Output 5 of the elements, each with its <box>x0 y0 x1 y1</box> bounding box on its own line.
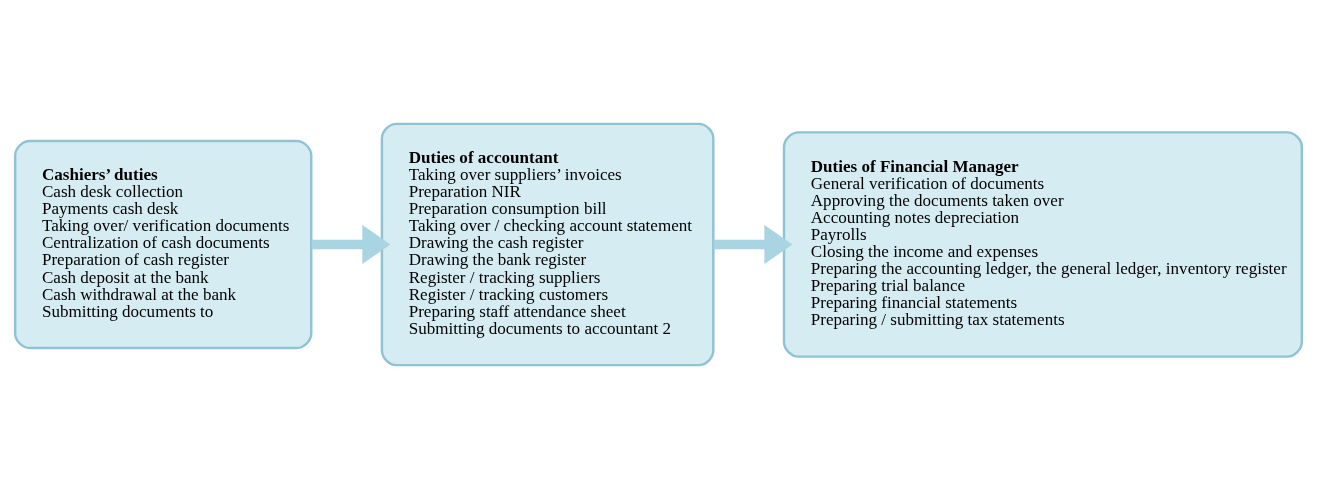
node-box: Duties of Financial Manager General verification of documents Approving the documents taken over Accounting notes depreciation Payrolls Closing the income and expenses Preparing the accounting ledger, the general ledger, inventory register Preparing trial balance Preparing financial statements Preparing / submitting tax statements <box>782 130 1304 358</box>
node-box: Cashiers’ duties Cash desk collection Payments cash desk Taking over/ verification documents Centralization of cash documents Preparation of cash register Cash deposit at the bank Cash withdrawal at the bank Submitting documents to <box>13 139 313 349</box>
arrow <box>311 224 391 264</box>
node-box: Duties of accountant Taking over suppliers’ invoices Preparation NIR Preparation consumption bill Taking over / checking account statement Drawing the cash register Drawing the bank register Register / tracking suppliers Register / tracking customers Preparing staff attendance sheet Submitting documents to accountant 2 <box>380 122 715 366</box>
arrow <box>713 224 793 264</box>
